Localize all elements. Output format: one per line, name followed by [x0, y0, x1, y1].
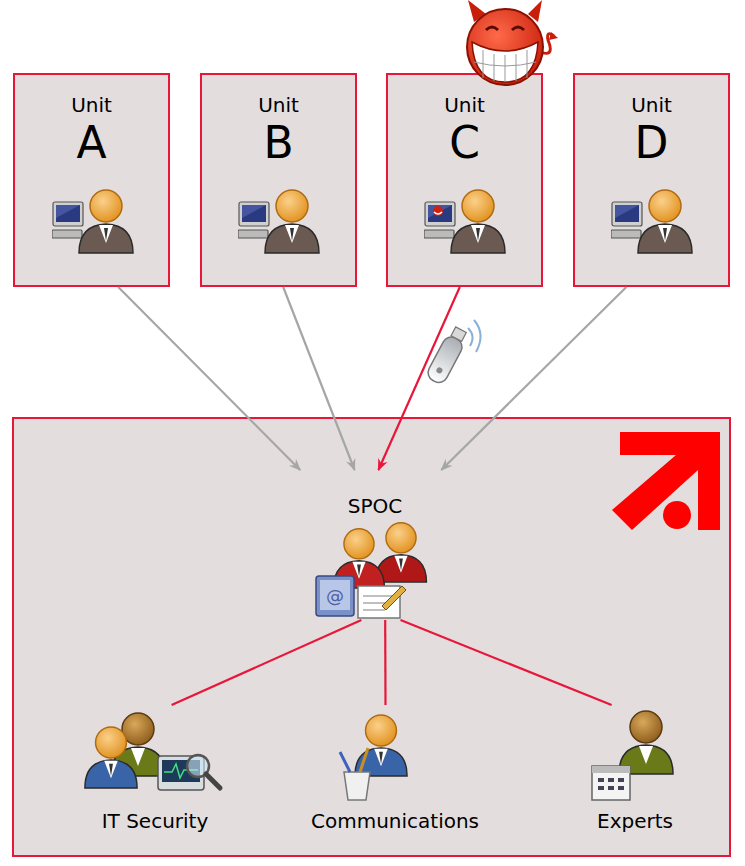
unit-box: UnitD	[573, 73, 730, 287]
team-node: Experts	[570, 705, 700, 839]
unit-box: UnitA	[13, 73, 170, 287]
unit-d-icon	[611, 190, 692, 253]
node-label: SPOC	[348, 494, 402, 518]
unit-box: UnitC	[386, 73, 543, 287]
connector	[172, 620, 362, 705]
node-label: Communications	[311, 809, 479, 833]
connector	[118, 287, 300, 470]
connector	[378, 287, 459, 470]
node-label: Unit	[71, 93, 112, 117]
devil-face	[467, 0, 558, 85]
it-security-icon	[85, 713, 220, 790]
node-label: Unit	[258, 93, 299, 117]
organisation-box	[13, 418, 730, 856]
spoc-icon: @	[316, 523, 426, 618]
node-label: Unit	[631, 93, 672, 117]
unit-a-icon	[52, 190, 133, 253]
node-label: Experts	[597, 809, 673, 833]
connector	[283, 287, 354, 470]
experts-icon	[592, 711, 673, 800]
node-label: IT Security	[102, 809, 209, 833]
unit-letter: C	[449, 117, 480, 169]
connector	[384, 620, 386, 705]
unit-c-icon	[424, 190, 505, 253]
usb-stick	[425, 325, 470, 386]
company-logo	[612, 432, 720, 530]
unit-letter: B	[263, 117, 293, 169]
node-label: Unit	[444, 93, 485, 117]
connector	[401, 620, 612, 705]
wireless-waves	[468, 320, 481, 352]
team-node: IT Security	[72, 705, 238, 839]
team-node: Communications	[300, 705, 490, 839]
spoc-node: SPOC	[290, 470, 460, 620]
unit-box: UnitB	[200, 73, 357, 287]
unit-letter: A	[76, 117, 106, 169]
connector	[441, 287, 626, 470]
unit-b-icon	[238, 190, 319, 253]
communications-icon	[340, 715, 407, 800]
unit-letter: D	[635, 117, 669, 169]
svg-text:@: @	[326, 585, 344, 606]
